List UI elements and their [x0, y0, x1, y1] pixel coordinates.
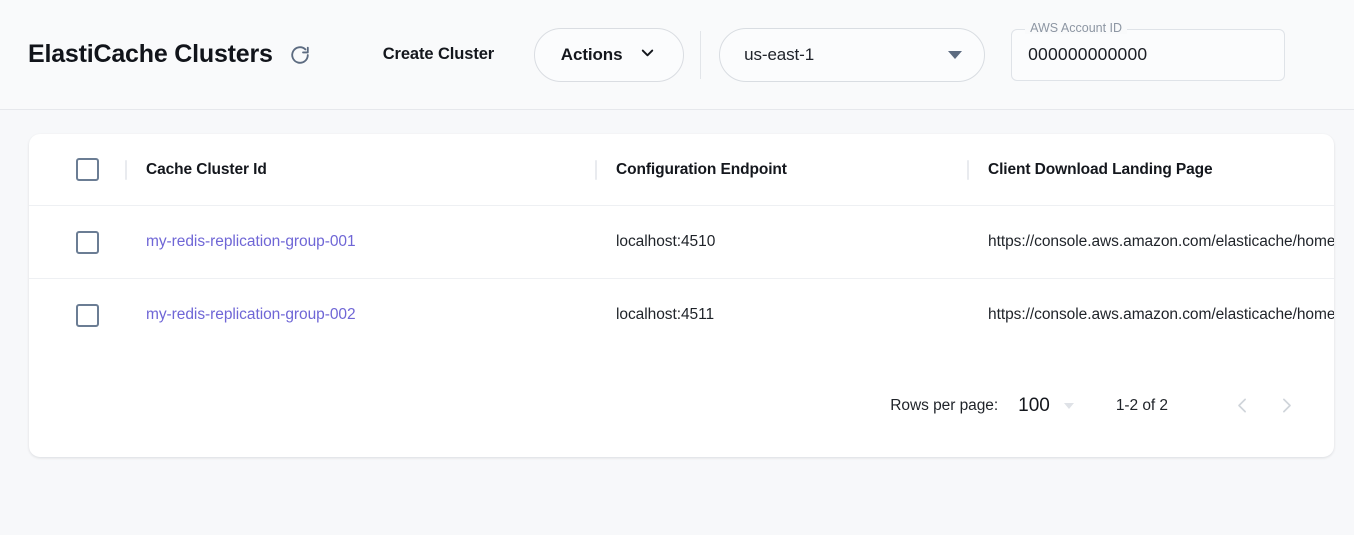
column-resize-handle[interactable] — [595, 159, 597, 180]
previous-page-button[interactable] — [1220, 384, 1264, 428]
column-header-label: Client Download Landing Page — [988, 160, 1213, 178]
column-spacer — [595, 232, 597, 252]
chevron-left-icon — [1232, 395, 1253, 416]
column-header-cluster-id[interactable]: Cache Cluster Id — [125, 159, 595, 180]
landing-page-value: https://console.aws.amazon.com/elasticac… — [988, 306, 1334, 323]
caret-down-icon — [948, 50, 963, 59]
region-select[interactable]: us-east-1 — [719, 27, 986, 82]
refresh-icon[interactable] — [283, 38, 317, 72]
chevron-right-icon — [1276, 395, 1297, 416]
rows-per-page-select[interactable]: 100 — [1018, 395, 1074, 417]
row-select-checkbox[interactable] — [75, 230, 99, 254]
cluster-id-link[interactable]: my-redis-replication-group-001 — [146, 233, 356, 250]
column-spacer — [967, 232, 969, 252]
column-spacer — [967, 305, 969, 325]
select-all-checkbox[interactable] — [75, 158, 99, 181]
column-spacer — [125, 232, 127, 252]
column-header-config-endpoint[interactable]: Configuration Endpoint — [595, 159, 967, 180]
create-cluster-button[interactable]: Create Cluster — [377, 37, 500, 72]
actions-button[interactable]: Actions — [534, 27, 685, 82]
aws-account-id-field[interactable]: AWS Account ID 000000000000 — [1011, 21, 1286, 81]
pagination-range-label: 1-2 of 2 — [1115, 396, 1168, 414]
cell-config-endpoint: localhost:4511 — [595, 305, 967, 325]
table-row[interactable]: my-redis-replication-group-001 localhost… — [29, 205, 1334, 278]
aws-account-id-value: 000000000000 — [1028, 44, 1148, 64]
app-header: ElastiCache Clusters Create Cluster Acti… — [0, 0, 1354, 110]
cell-cluster-id: my-redis-replication-group-001 — [125, 232, 595, 252]
row-select-cell — [29, 303, 125, 327]
caret-down-icon — [1063, 402, 1074, 409]
chevron-down-icon — [638, 43, 657, 67]
cell-cluster-id: my-redis-replication-group-002 — [125, 305, 595, 325]
rows-per-page-label: Rows per page: — [890, 396, 999, 414]
region-select-value: us-east-1 — [744, 44, 815, 64]
header-divider — [700, 30, 702, 79]
actions-button-label: Actions — [560, 44, 623, 64]
column-resize-handle[interactable] — [967, 159, 969, 180]
select-all-cell — [29, 158, 125, 181]
rows-per-page-value: 100 — [1018, 394, 1050, 416]
column-header-label: Cache Cluster Id — [146, 160, 267, 178]
page-title: ElastiCache Clusters — [28, 40, 273, 68]
column-resize-handle[interactable] — [125, 159, 127, 180]
table-header-row: Cache Cluster Id Configuration Endpoint … — [29, 134, 1334, 205]
cell-config-endpoint: localhost:4510 — [595, 232, 967, 252]
cell-landing-page: https://console.aws.amazon.com/elasticac… — [967, 232, 1334, 252]
column-header-landing-page[interactable]: Client Download Landing Page — [967, 159, 1334, 180]
clusters-table-card: Cache Cluster Id Configuration Endpoint … — [29, 134, 1334, 457]
row-select-checkbox[interactable] — [75, 303, 99, 327]
next-page-button[interactable] — [1264, 384, 1308, 428]
table-row[interactable]: my-redis-replication-group-002 localhost… — [29, 278, 1334, 351]
column-spacer — [595, 305, 597, 325]
row-select-cell — [29, 230, 125, 254]
cell-landing-page: https://console.aws.amazon.com/elasticac… — [967, 305, 1334, 325]
config-endpoint-value: localhost:4510 — [616, 233, 716, 250]
table-pagination: Rows per page: 100 1-2 of 2 — [890, 354, 1320, 457]
aws-account-id-label: AWS Account ID — [1025, 21, 1128, 34]
column-header-label: Configuration Endpoint — [616, 160, 787, 178]
config-endpoint-value: localhost:4511 — [616, 306, 715, 323]
cluster-id-link[interactable]: my-redis-replication-group-002 — [146, 306, 356, 323]
column-spacer — [125, 305, 127, 325]
landing-page-value: https://console.aws.amazon.com/elasticac… — [988, 233, 1334, 250]
